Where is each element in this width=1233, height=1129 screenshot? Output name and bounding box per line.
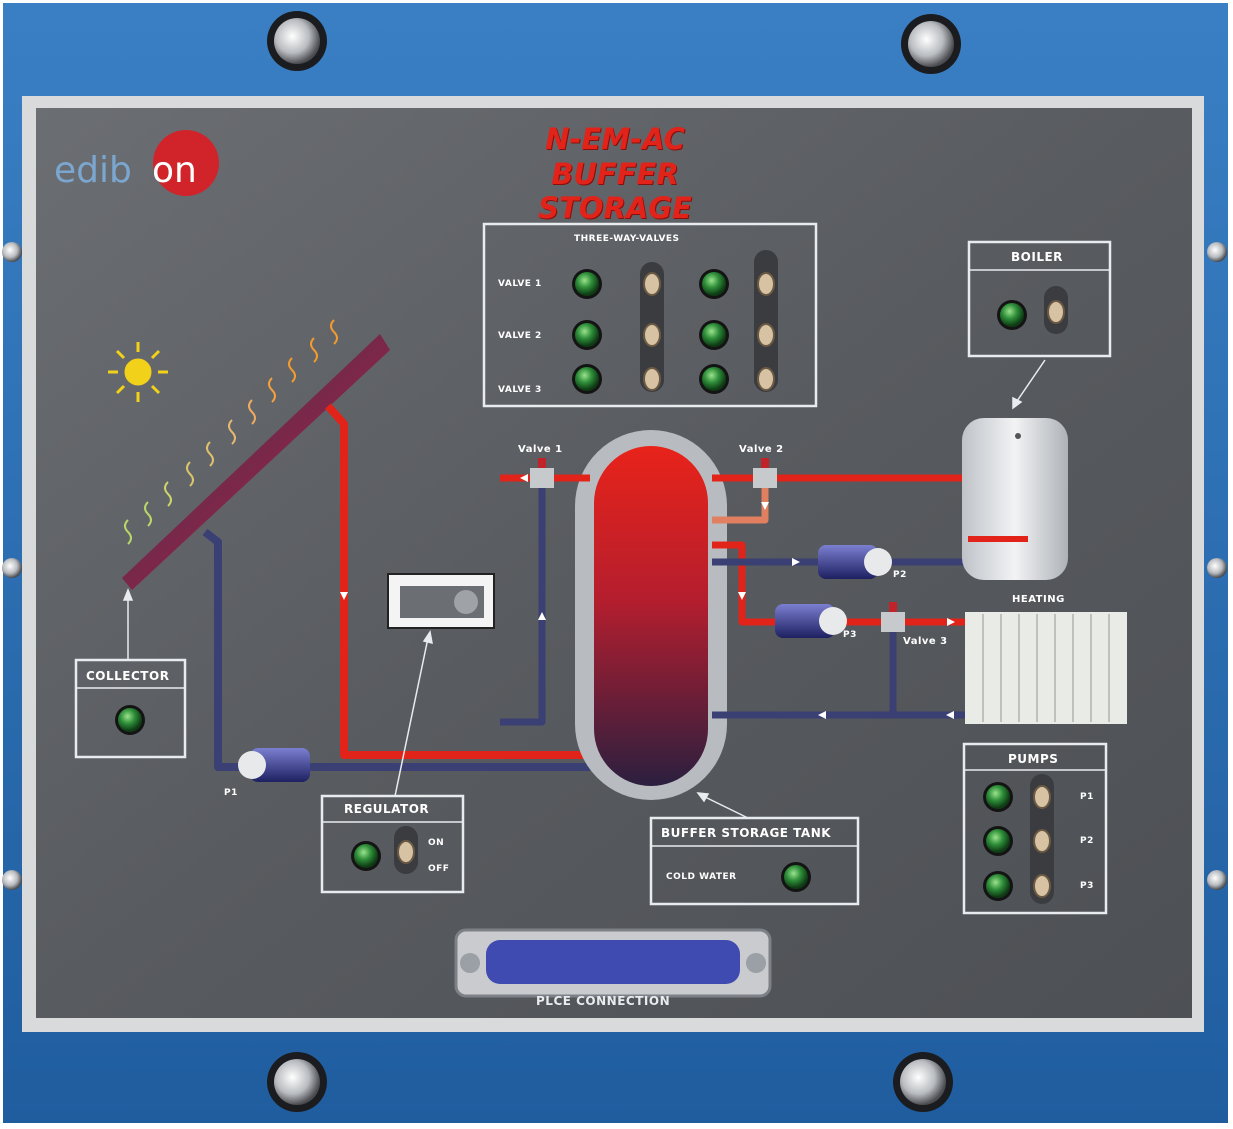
regulator-title: REGULATOR [344,802,430,816]
panel-title-line2: BUFFER STORAGE [538,157,692,225]
valve2-label: Valve 2 [739,444,784,455]
led-indicators [115,269,1027,901]
boiler-title: BOILER [1011,250,1063,264]
pump-row-label: P2 [1080,836,1094,846]
plce-connection-label: PLCE CONNECTION [536,994,671,1008]
three-way-valves-box [482,222,818,408]
logo-text-on: on [152,150,197,191]
heat-wave-icons [124,319,338,545]
pump-row-label: P1 [1080,792,1094,802]
three-way-valves-title: THREE-WAY-VALVES [574,234,680,244]
regulator-off-label: OFF [428,864,450,874]
logo-text: edib [54,150,132,191]
panel-title-line1: N-EM-AC [545,122,685,156]
pumps-title: PUMPS [1008,752,1059,766]
collector-box [74,658,187,759]
p3-label: P3 [843,630,857,640]
buffer-storage-tank-title: BUFFER STORAGE TANK [661,826,832,840]
buffer-storage-tank-box [649,816,860,906]
valve1-label: Valve 1 [518,444,563,455]
valve-row-label: VALVE 3 [498,385,542,395]
collector-title: COLLECTOR [86,669,170,683]
pumps-box [962,742,1108,915]
solar-collector [122,334,390,590]
logo-circle [153,130,219,196]
sun-icon [108,342,168,402]
boiler-icon [962,418,1068,580]
regulator-display [387,573,495,629]
valve-row-label: VALVE 2 [498,331,542,341]
p2-label: P2 [893,570,907,580]
valve-icons [530,458,905,632]
boiler-box [967,240,1112,358]
regulator-on-label: ON [428,838,445,848]
pump-icons [238,545,892,782]
bolt-icon [2,11,1227,1112]
heating-label: HEATING [1012,594,1065,605]
p1-label: P1 [224,788,238,798]
regulator-box [320,794,465,894]
cold-water-label: COLD WATER [666,872,737,882]
pump-row-label: P3 [1080,881,1094,891]
valve3-label: Valve 3 [903,636,948,647]
plc-connector [454,928,772,998]
valve-row-label: VALVE 1 [498,279,542,289]
radiator-icon [965,612,1127,724]
